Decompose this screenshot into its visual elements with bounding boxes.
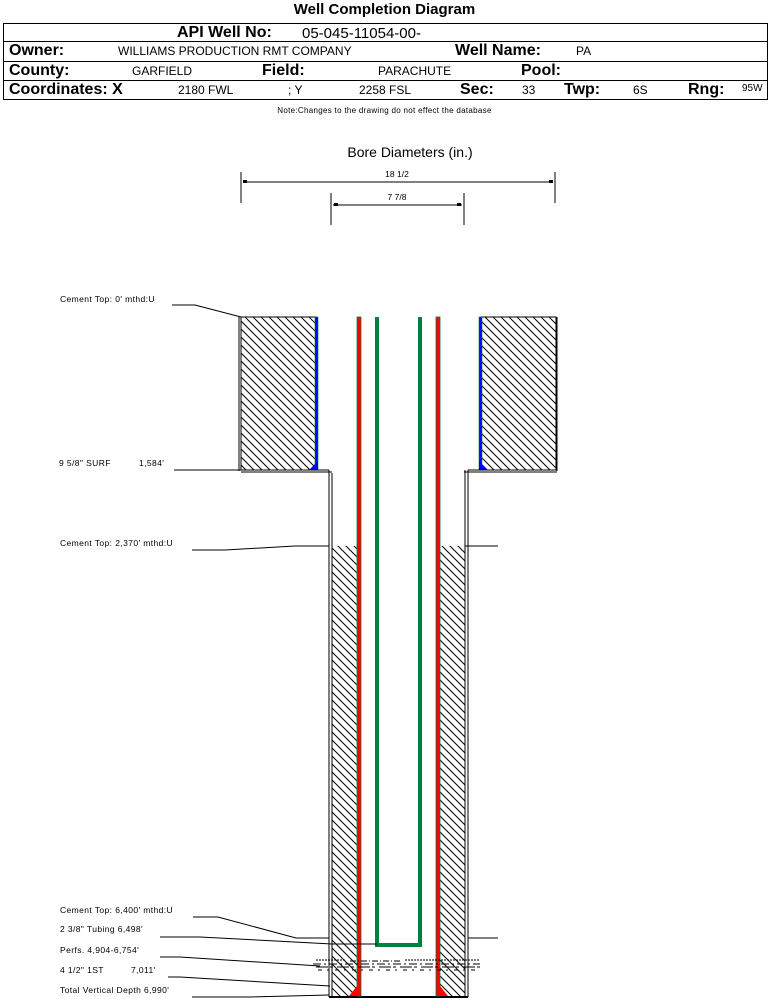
surface-cement-left: [240, 316, 317, 471]
well-name-label: Well Name:: [455, 42, 541, 59]
label-cement-top-surface: Cement Top: 0' mthd:U: [60, 294, 155, 304]
production-casing-shoe-right: [440, 986, 448, 996]
leader-lines: [160, 304, 498, 998]
county-row: County: GARFIELD Field: PARACHUTE Pool:: [4, 61, 767, 81]
production-casing-right: [435, 316, 441, 997]
inner-bore-label: 7 7/8: [388, 192, 407, 202]
label-production-casing-depth: 7,011': [131, 965, 156, 975]
pool-label: Pool:: [521, 62, 561, 79]
rng-value: 95W: [742, 83, 763, 94]
production-cement-left: [332, 546, 358, 996]
label-cement-top-production: Cement Top: 2,370' mthd:U: [60, 538, 173, 548]
bore-wall: [241, 469, 557, 998]
production-casing-shoe-left: [349, 986, 357, 996]
page-title: Well Completion Diagram: [293, 1, 476, 18]
surface-casing-shoe-right: [479, 461, 488, 470]
owner-value: WILLIAMS PRODUCTION RMT COMPANY: [118, 44, 352, 58]
production-casing-left: [356, 316, 362, 997]
perforations: [313, 959, 480, 971]
x-value: 2180 FWL: [178, 83, 234, 97]
surface-casing-right: [478, 316, 483, 471]
sec-label: Sec:: [460, 81, 494, 98]
county-value: GARFIELD: [132, 64, 193, 78]
label-cement-top-lower: Cement Top: 6,400' mthd:U: [60, 905, 173, 915]
database-note: Note:Changes to the drawing do not effec…: [277, 106, 492, 115]
owner-row: Owner: WILLIAMS PRODUCTION RMT COMPANY W…: [4, 41, 767, 61]
api-value: 05-045-11054-00-: [302, 25, 421, 42]
field-label: Field:: [262, 62, 305, 79]
y-label: ; Y: [288, 83, 303, 97]
outer-bore-label: 18 1/2: [385, 169, 409, 179]
label-surface-casing: 9 5/8" SURF: [59, 458, 111, 468]
y-value: 2258 FSL: [359, 83, 412, 97]
label-perforations: Perfs. 4,904-6,754': [60, 945, 139, 955]
surface-casing-left: [314, 316, 319, 471]
tubing: [375, 317, 422, 947]
surface-cement-right: [480, 316, 557, 471]
well-name-value: PA: [576, 44, 592, 58]
owner-label: Owner:: [9, 42, 65, 59]
coordinates-row: Coordinates: X 2180 FWL ; Y 2258 FSL Sec…: [4, 80, 767, 100]
bore-diameters-title: Bore Diameters (in.): [347, 144, 472, 160]
label-production-casing: 4 1/2" 1ST: [60, 965, 104, 975]
field-value: PARACHUTE: [378, 64, 452, 78]
sec-value: 33: [522, 83, 536, 97]
label-tubing: 2 3/8" Tubing 6,498': [60, 924, 143, 934]
inner-bore-dimension: [330, 193, 465, 225]
twp-value: 6S: [633, 83, 648, 97]
surface-casing-shoe-left: [309, 461, 318, 470]
county-label: County:: [9, 62, 70, 79]
production-cement-right: [440, 546, 465, 996]
api-row: API Well No: 05-045-11054-00-: [4, 23, 767, 42]
label-surface-casing-depth: 1,584': [139, 458, 164, 468]
label-total-vertical-depth: Total Vertical Depth 6,990': [60, 985, 169, 995]
coordinates-label: Coordinates: X: [9, 81, 123, 98]
well-header-table: API Well No: 05-045-11054-00- Owner: WIL…: [3, 23, 768, 100]
api-label: API Well No:: [177, 24, 272, 41]
twp-label: Twp:: [564, 81, 601, 98]
rng-label: Rng:: [688, 81, 725, 98]
outer-bore-dimension: [240, 172, 556, 203]
